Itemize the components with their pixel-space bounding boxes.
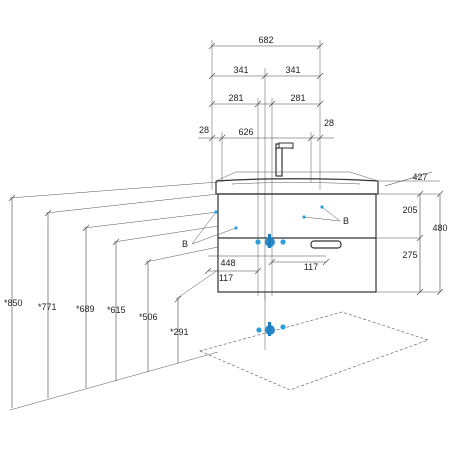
- dim-28-left-label: 28: [199, 125, 209, 135]
- dim-341-right-label: 341: [285, 65, 300, 75]
- dim-281-left-label: 281: [228, 93, 243, 103]
- dim-506-label: *506: [139, 312, 158, 322]
- dim-275-label: 275: [402, 250, 417, 260]
- dim-615-label: *615: [107, 305, 126, 315]
- inner-dimension-lines: [204, 255, 330, 275]
- vanity-cabinet: [215, 171, 379, 293]
- dim-682-label: 682: [258, 35, 273, 45]
- dim-117-right-label: 117: [304, 262, 318, 272]
- dim-117-left-label: 117: [219, 273, 233, 283]
- faucet: [275, 142, 294, 177]
- dim-689-label: *689: [76, 304, 95, 314]
- dim-281-right-label: 281: [290, 93, 305, 103]
- dim-291-label: *291: [170, 327, 189, 337]
- dim-626-label: 626: [238, 127, 253, 137]
- top-dimension-lines: [198, 40, 334, 300]
- drain-connection-markers: [256, 322, 286, 336]
- callout-b-right-label: B: [343, 216, 349, 226]
- dim-28-right-label: 28: [324, 118, 334, 128]
- dim-850-label: *850: [4, 298, 23, 308]
- dim-427-label: 427: [412, 172, 427, 182]
- callout-b-left: [191, 210, 238, 245]
- right-dimension-lines: [376, 171, 444, 296]
- dim-771-label: *771: [38, 302, 57, 312]
- water-connection-markers: [255, 234, 286, 248]
- callout-b-left-label: B: [182, 239, 188, 249]
- callout-b-right: [302, 205, 341, 222]
- dim-205-label: 205: [402, 205, 417, 215]
- left-dimension-lines: [8, 181, 219, 411]
- floor-footprint: [199, 311, 429, 391]
- dim-480-label: 480: [432, 223, 447, 233]
- dim-448-label: 448: [220, 258, 235, 268]
- dim-341-left-label: 341: [233, 65, 248, 75]
